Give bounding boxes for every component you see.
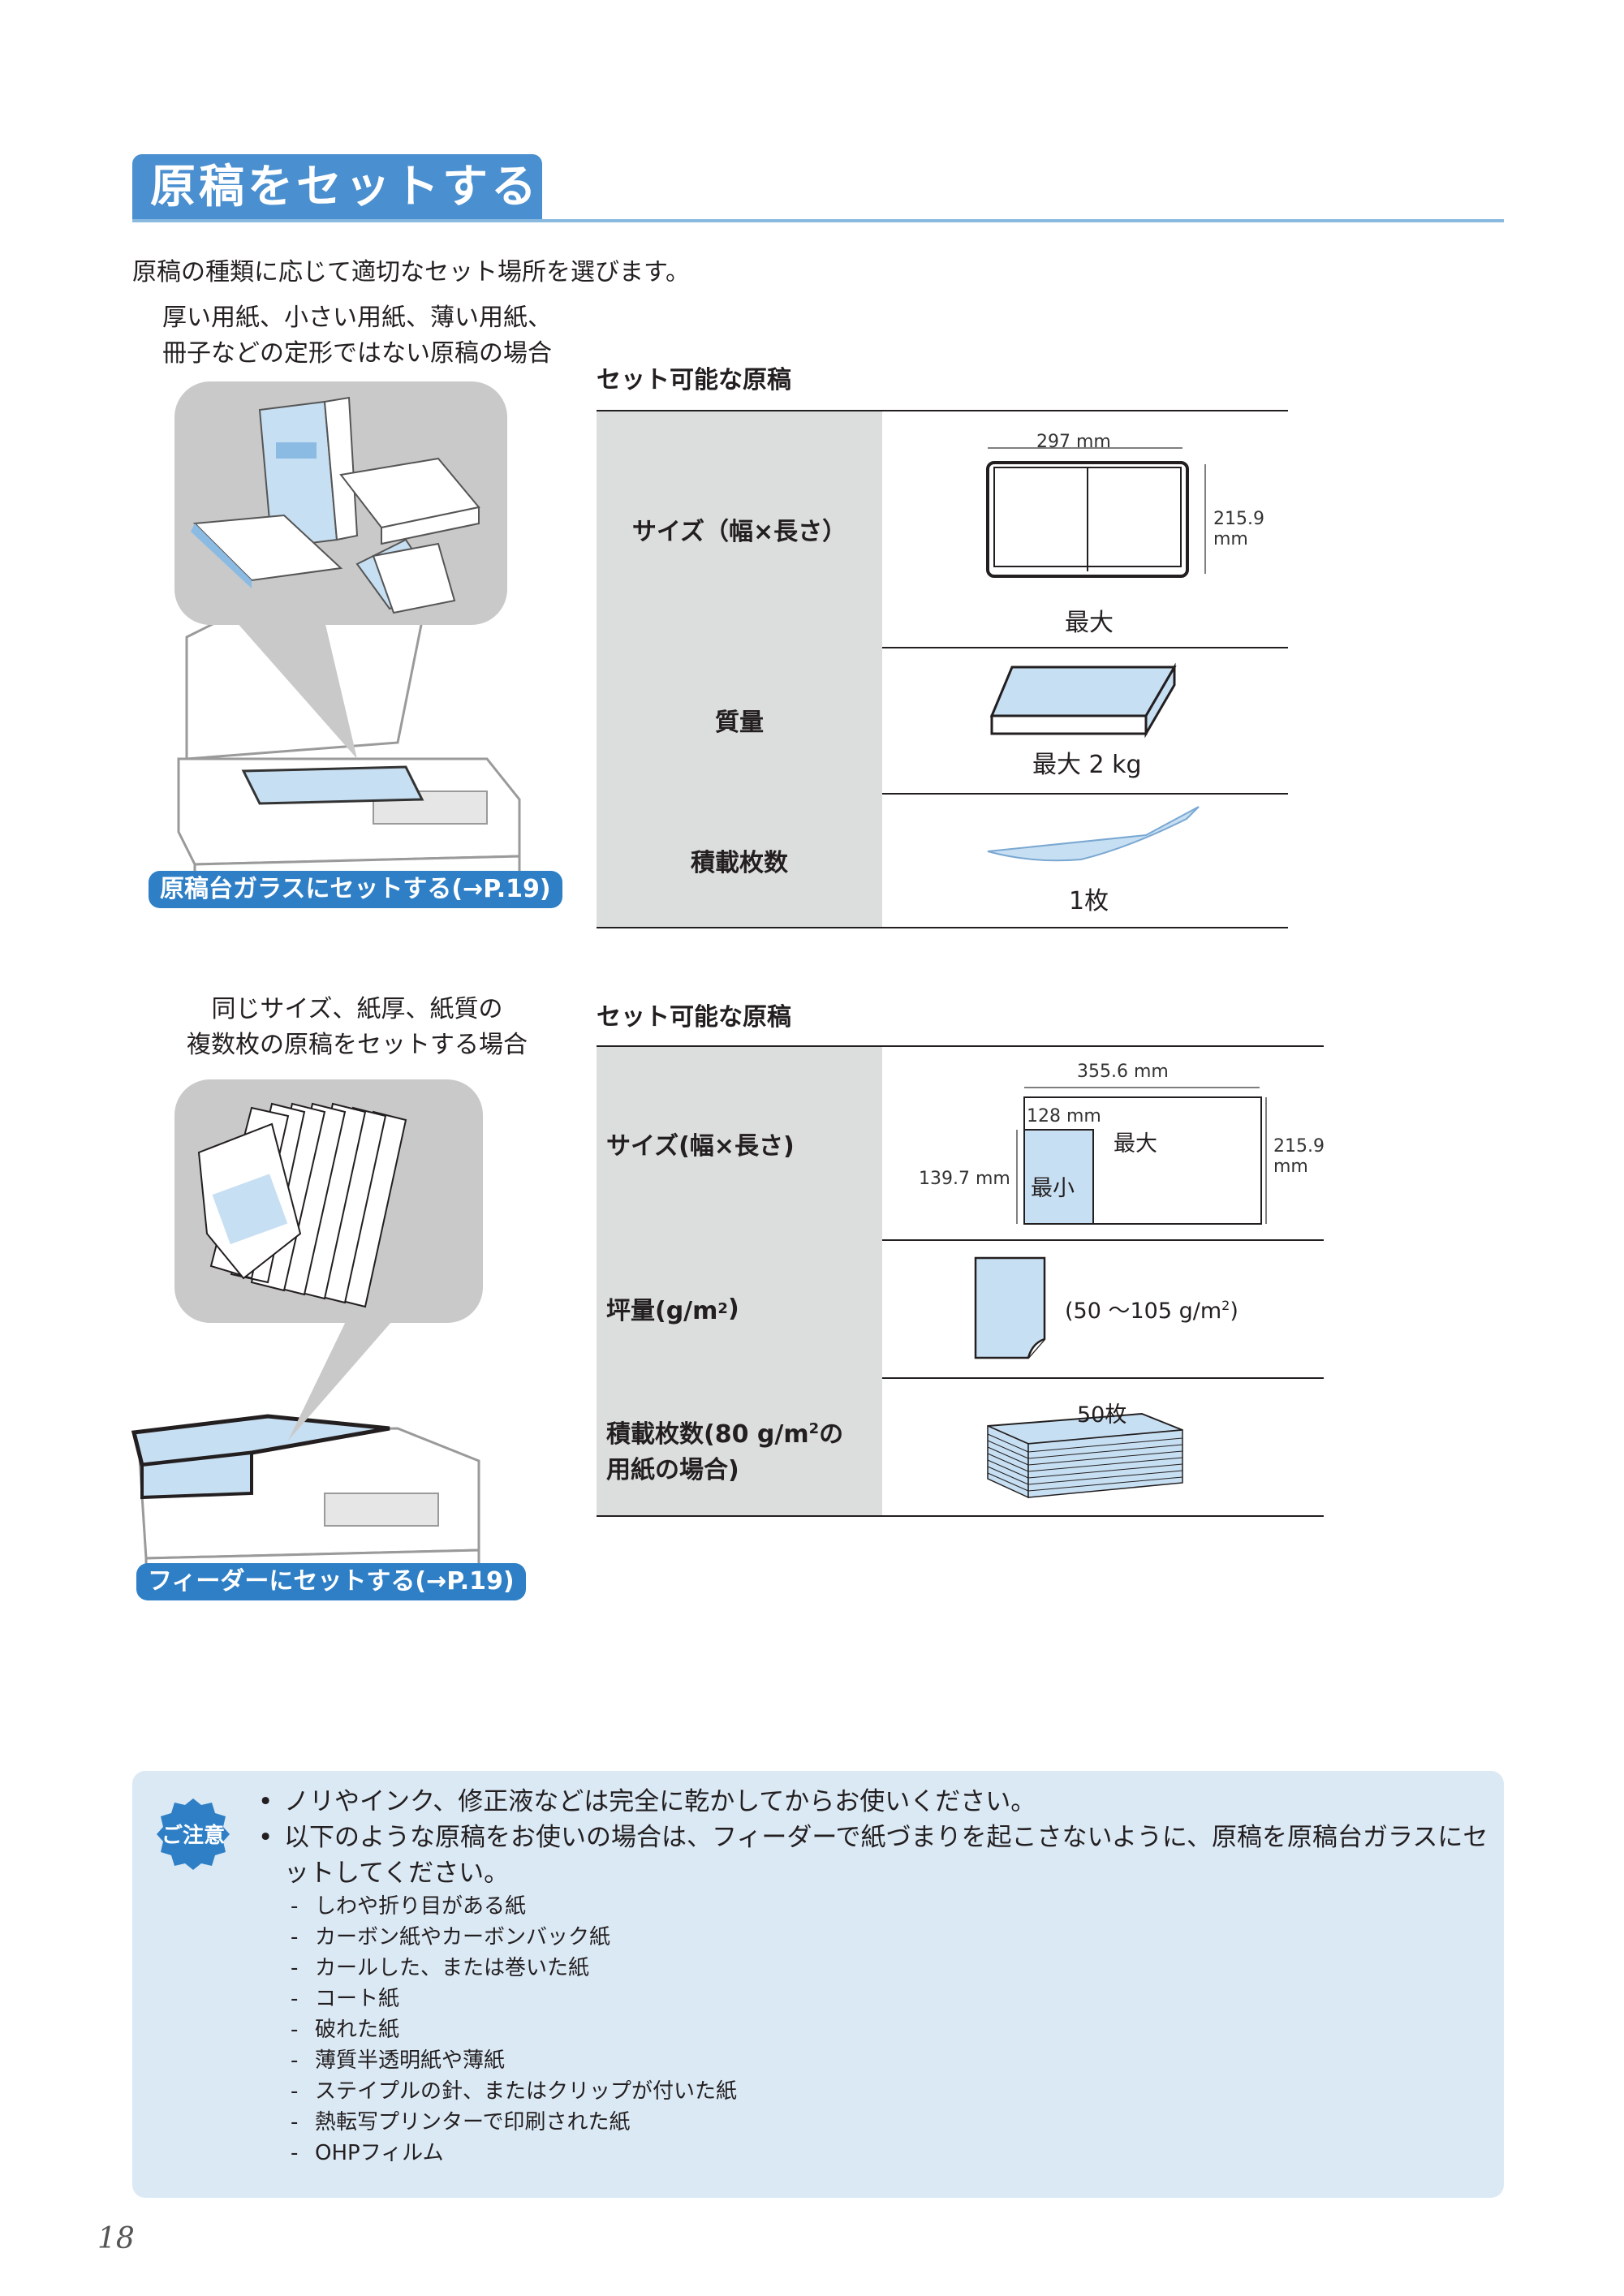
paper-sheet-icon (974, 1256, 1046, 1359)
open-book-max-icon (986, 447, 1206, 578)
table2-basis-value-post: ) (1230, 1299, 1238, 1324)
paper-stack-icon (987, 1412, 1183, 1499)
list-item: カールした、または巻いた紙 (291, 1953, 1492, 1984)
table2-stack-label-sup: 2 (808, 1420, 820, 1437)
caution-bullet-1: ノリやインク、修正液などは完全に乾かしてからお使いください。 (258, 1784, 1492, 1820)
list-item: カーボン紙やカーボンバック紙 (291, 1922, 1492, 1953)
table1-stack-value: 1枚 (1069, 887, 1109, 915)
feeder-illustration (131, 1079, 483, 1591)
platen-glass-link[interactable]: 原稿台ガラスにセットする(→P.19) (149, 871, 562, 908)
list-item: 破れた紙 (291, 2014, 1492, 2045)
table2-stack-label-line2: 用紙の場合) (606, 1456, 739, 1484)
table2-size-label: サイズ(幅×長さ) (597, 1047, 882, 1239)
table2-basis-value-pre: (50 〜105 g/m (1065, 1299, 1222, 1324)
table1-top-rule (597, 410, 1288, 411)
list-item: 熱転写プリンターで印刷された紙 (291, 2107, 1492, 2138)
table1-weight-value-cell: 最大 2 kg (882, 647, 1288, 793)
table2-stack-value: 50枚 (1077, 1402, 1127, 1428)
table2-stack-label: 積載枚数(80 g/m2の 用紙の場合) (597, 1377, 882, 1515)
section2-caption: 同じサイズ、紙厚、紙質の 複数枚の原稿をセットする場合 (138, 992, 576, 1063)
table2-basis-value: (50 〜105 g/m2) (1065, 1293, 1238, 1325)
table2-stack-value-cell: 50枚 (882, 1377, 1324, 1515)
table2-stack-label-post: の (819, 1420, 844, 1449)
table2-basis-label-sup: 2 (717, 1299, 728, 1317)
section2-caption-line1: 同じサイズ、紙厚、紙質の (211, 995, 503, 1023)
thick-book-icon (989, 662, 1177, 739)
caution-bullet-2: 以下のような原稿をお使いの場合は、フィーダーで紙づまりを起こさないように、原稿を… (258, 1820, 1492, 1891)
feeder-link[interactable]: フィーダーにセットする(→P.19) (136, 1563, 526, 1600)
table1-size-value-cell: 297 mm 215.9 mm 最大 (882, 411, 1288, 647)
table2-size-value-cell: 355.6 mm 128 mm 139.7 mm 215.9 mm 最大 最小 (882, 1047, 1325, 1239)
table2-stack-label-pre: 積載枚数(80 g/m (606, 1420, 809, 1449)
caution-badge-icon: ご注意 (157, 1798, 230, 1870)
intro-text: 原稿の種類に応じて適切なセット場所を選びます。 (132, 258, 690, 286)
table2-stack-label-line1: 積載枚数(80 g/m2の (606, 1411, 882, 1453)
table2-min-length: 139.7 mm (919, 1169, 1010, 1189)
caution-sub-list: しわや折り目がある紙 カーボン紙やカーボンバック紙 カールした、または巻いた紙 … (291, 1891, 1492, 2169)
table2-max-width: 355.6 mm (1077, 1062, 1169, 1082)
list-item: 薄質半透明紙や薄紙 (291, 2045, 1492, 2076)
table1-size-length: 215.9 mm (1213, 509, 1264, 549)
list-item: しわや折り目がある紙 (291, 1891, 1492, 1922)
table2-row-size: サイズ(幅×長さ) 355.6 mm 128 mm 139.7 mm 215.9… (597, 1047, 1325, 1241)
table2-row-stack: 積載枚数(80 g/m2の 用紙の場合) 50枚 (597, 1377, 1324, 1517)
table1-row-weight: 質量 最大 2 kg (597, 647, 1288, 795)
table1-stack-value-cell: 1枚 (882, 793, 1288, 927)
table1-weight-label: 質量 (597, 647, 882, 793)
table2-min-label: 最小 (1031, 1176, 1075, 1201)
caution-list: ノリやインク、修正液などは完全に乾かしてからお使いください。 以下のような原稿を… (258, 1784, 1492, 2169)
section2-caption-line2: 複数枚の原稿をセットする場合 (187, 1031, 528, 1059)
table1-row-size: サイズ（幅×長さ） 297 mm 215.9 mm 最大 (597, 411, 1288, 648)
table2-basis-value-cell: (50 〜105 g/m2) (882, 1239, 1324, 1377)
list-item: OHPフィルム (291, 2138, 1492, 2169)
table2-basis-value-sup: 2 (1221, 1298, 1230, 1313)
table1-stack-label: 積載枚数 (597, 793, 882, 927)
platen-glass-illustration (174, 381, 521, 905)
table1-weight-value: 最大 2 kg (1032, 751, 1142, 779)
table1-title: セット可能な原稿 (597, 366, 791, 394)
title-rule (132, 219, 1504, 222)
table2-basis-label-pre: 坪量(g/m (606, 1297, 718, 1325)
table1-size-value: 最大 (1065, 609, 1114, 637)
size-range-diagram (1016, 1087, 1267, 1225)
section1-caption: 厚い用紙、小さい用紙、薄い用紙、 冊子などの定形ではない原稿の場合 (138, 300, 576, 372)
page-title: 原稿をセットする (132, 154, 542, 221)
table2-min-width: 128 mm (1027, 1106, 1101, 1126)
page-number: 18 (97, 2222, 135, 2255)
table2-top-rule (597, 1045, 1324, 1047)
list-item: コート紙 (291, 1984, 1492, 2014)
table2-max-length: 215.9 mm (1273, 1136, 1325, 1177)
single-sheet-icon (987, 806, 1200, 862)
section1-caption-line1: 厚い用紙、小さい用紙、薄い用紙、 (162, 304, 552, 332)
list-item: ステイプルの針、またはクリップが付いた紙 (291, 2076, 1492, 2107)
table2-title: セット可能な原稿 (597, 1003, 791, 1032)
table2-max-label: 最大 (1114, 1131, 1157, 1157)
table1-size-width: 297 mm (1036, 432, 1111, 452)
caution-badge-text: ご注意 (162, 1823, 225, 1848)
table1-size-label: サイズ（幅×長さ） (597, 411, 882, 647)
table2-basis-label-post: ) (727, 1294, 739, 1323)
section1-caption-line2: 冊子などの定形ではない原稿の場合 (162, 339, 552, 368)
table1-row-stack: 積載枚数 1枚 (597, 793, 1288, 928)
